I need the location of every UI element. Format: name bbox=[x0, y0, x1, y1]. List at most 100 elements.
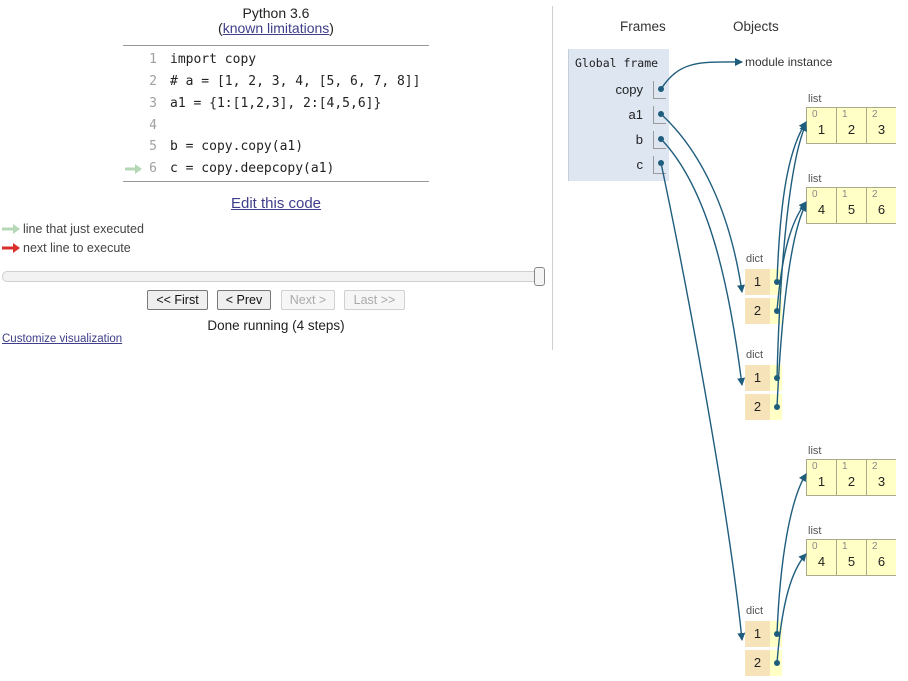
dict-key: 2 bbox=[745, 298, 770, 324]
prev-button[interactable]: < Prev bbox=[217, 290, 271, 310]
list-index: 1 bbox=[842, 541, 848, 552]
list-value: 1 bbox=[817, 474, 826, 489]
legend-next-label: next line to execute bbox=[23, 241, 131, 255]
pointer-b-dict bbox=[660, 138, 746, 386]
dict-key: 1 bbox=[745, 269, 770, 295]
pointer-dict2-key1 bbox=[776, 123, 807, 379]
dict-label: dict bbox=[746, 349, 764, 361]
dict-entry: 2 bbox=[745, 650, 782, 676]
line-number: 3 bbox=[149, 96, 157, 111]
code-line-6: 6 c = copy.deepcopy(a1) bbox=[123, 158, 429, 180]
line-number: 2 bbox=[149, 74, 157, 89]
dict-value-slot bbox=[770, 269, 782, 295]
list-value: 4 bbox=[817, 202, 826, 217]
var-c: c bbox=[636, 157, 644, 172]
frames-header: Frames bbox=[620, 19, 666, 34]
dict-entry: 1 bbox=[745, 621, 782, 647]
code-text: c = copy.deepcopy(a1) bbox=[170, 161, 335, 176]
last-button: Last >> bbox=[344, 290, 405, 310]
legend-executed-label: line that just executed bbox=[23, 222, 144, 236]
list-value: 6 bbox=[877, 202, 886, 217]
code-line-5: 5 b = copy.copy(a1) bbox=[123, 136, 429, 158]
pointer-copy-module bbox=[660, 57, 743, 90]
dict-key: 1 bbox=[745, 365, 770, 391]
var-slot bbox=[653, 131, 666, 149]
paren-close: ) bbox=[329, 20, 334, 36]
var-copy: copy bbox=[615, 82, 643, 97]
dict-entry: 1 bbox=[745, 269, 782, 295]
edit-code-link[interactable]: Edit this code bbox=[230, 195, 322, 212]
dict-value-slot bbox=[770, 621, 782, 647]
list-index: 2 bbox=[872, 109, 878, 120]
dict-key: 2 bbox=[745, 394, 770, 420]
dict-entry: 2 bbox=[745, 394, 782, 420]
list-value: 3 bbox=[877, 474, 886, 489]
customize-visualization-link[interactable]: Customize visualization bbox=[2, 333, 123, 345]
customize-row: Customize visualization bbox=[2, 333, 122, 345]
edit-code-row: Edit this code bbox=[0, 195, 552, 212]
module-instance-label: module instance bbox=[745, 55, 833, 69]
code-text: # a = [1, 2, 3, 4, [5, 6, 7, 8]] bbox=[170, 74, 421, 89]
list-index: 0 bbox=[812, 461, 818, 472]
pointer-dict3-key1 bbox=[776, 473, 807, 635]
list-index: 0 bbox=[812, 541, 818, 552]
global-frame: Global frame copy a1 b c bbox=[568, 49, 669, 181]
language-label: Python 3.6 bbox=[242, 5, 310, 21]
pointer-c-dict bbox=[660, 162, 746, 641]
code-line-3: 3 a1 = {1:[1,2,3], 2:[4,5,6]} bbox=[123, 93, 429, 115]
dict-value-slot bbox=[770, 365, 782, 391]
var-a1: a1 bbox=[628, 107, 643, 122]
dict-label: dict bbox=[746, 253, 764, 265]
status-text: Done running (4 steps) bbox=[207, 318, 345, 333]
dict-value-slot bbox=[770, 650, 782, 676]
step-slider-track[interactable] bbox=[2, 271, 543, 282]
list-index: 1 bbox=[842, 461, 848, 472]
code-text: b = copy.copy(a1) bbox=[170, 139, 304, 154]
list-index: 2 bbox=[872, 461, 878, 472]
code-line-2: 2 # a = [1, 2, 3, 4, [5, 6, 7, 8]] bbox=[123, 71, 429, 93]
var-slot bbox=[653, 81, 666, 99]
pointer-dict1-key1 bbox=[776, 121, 807, 283]
executed-line-arrow-icon bbox=[125, 164, 142, 174]
red-arrow-icon bbox=[2, 243, 20, 253]
line-number: 5 bbox=[149, 139, 157, 154]
list-value: 2 bbox=[847, 122, 856, 137]
list-index: 1 bbox=[842, 189, 848, 200]
next-button: Next > bbox=[281, 290, 335, 310]
list-value: 4 bbox=[817, 554, 826, 569]
line-number: 4 bbox=[149, 118, 157, 133]
list-value: 5 bbox=[847, 554, 856, 569]
var-slot bbox=[653, 156, 666, 174]
dict-entry: 2 bbox=[745, 298, 782, 324]
list-index: 2 bbox=[872, 189, 878, 200]
known-limitations-link[interactable]: known limitations bbox=[222, 20, 330, 36]
code-line-4: 4 bbox=[123, 115, 429, 137]
dict-label: dict bbox=[746, 605, 764, 617]
list-label: list bbox=[808, 445, 822, 457]
code-text: import copy bbox=[170, 52, 257, 67]
paren-open: ( bbox=[218, 20, 223, 36]
objects-header: Objects bbox=[733, 19, 779, 34]
step-slider-handle[interactable] bbox=[534, 267, 545, 286]
list-index: 0 bbox=[812, 189, 818, 200]
line-number: 6 bbox=[149, 161, 157, 176]
green-arrow-icon bbox=[2, 224, 20, 234]
dict-entry: 1 bbox=[745, 365, 782, 391]
first-button[interactable]: << First bbox=[147, 290, 208, 310]
code-text: a1 = {1:[1,2,3], 2:[4,5,6]} bbox=[170, 96, 382, 111]
dict-key: 1 bbox=[745, 621, 770, 647]
line-number: 1 bbox=[149, 52, 157, 67]
